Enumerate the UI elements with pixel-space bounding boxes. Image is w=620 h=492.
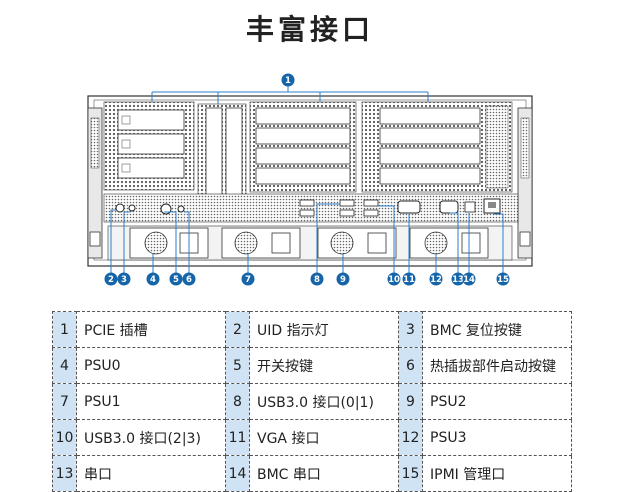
svg-text:4: 4 <box>150 275 156 285</box>
svg-text:3: 3 <box>121 275 127 285</box>
legend-label: 开关按键 <box>249 347 399 384</box>
legend-label: USB3.0 接口(0|1) <box>249 383 399 420</box>
legend-row: 7 PSU1 8 USB3.0 接口(0|1) 9 PSU2 <box>52 383 572 420</box>
svg-text:13: 13 <box>452 275 464 285</box>
svg-text:7: 7 <box>245 275 251 285</box>
callout-12: 12 <box>429 272 443 286</box>
server-rear-panel-diagram: 1 2 3 4 5 6 7 8 9 10 11 12 <box>87 73 533 286</box>
svg-text:1: 1 <box>285 76 291 86</box>
legend-number: 4 <box>52 347 77 384</box>
legend-number: 5 <box>225 347 250 384</box>
svg-text:8: 8 <box>314 275 320 285</box>
legend-label: BMC 串口 <box>249 455 399 492</box>
callout-6: 6 <box>182 272 196 286</box>
callout-11: 11 <box>402 272 416 286</box>
callout-8: 8 <box>310 272 324 286</box>
legend-number: 14 <box>225 455 250 492</box>
svg-text:6: 6 <box>186 275 192 285</box>
legend-row: 13 串口 14 BMC 串口 15 IPMI 管理口 <box>52 455 572 492</box>
legend-number: 12 <box>398 419 423 456</box>
callout-13: 13 <box>451 272 465 286</box>
page-title: 丰富接口 <box>245 13 374 46</box>
psu3-unit <box>409 227 489 259</box>
legend-number: 7 <box>52 383 77 420</box>
io-strip <box>103 193 519 223</box>
legend-label: UID 指示灯 <box>249 311 399 348</box>
legend-number: 6 <box>398 347 423 384</box>
callout-15: 15 <box>496 272 510 286</box>
legend-label: 热插拔部件启动按键 <box>422 347 572 384</box>
legend-number: 1 <box>52 311 77 348</box>
legend-label: 串口 <box>76 455 226 492</box>
legend-row: 4 PSU0 5 开关按键 6 热插拔部件启动按键 <box>52 347 572 384</box>
legend-label: PSU1 <box>76 383 226 420</box>
legend-label: PSU0 <box>76 347 226 384</box>
legend-label: PSU3 <box>422 419 572 456</box>
legend-number: 11 <box>225 419 250 456</box>
legend-label: VGA 接口 <box>249 419 399 456</box>
legend-number: 10 <box>52 419 77 456</box>
leader-lines <box>110 86 504 278</box>
pcie-riser-middle <box>249 101 357 193</box>
psu2-unit <box>317 227 397 259</box>
svg-text:2: 2 <box>108 275 114 285</box>
svg-text:12: 12 <box>430 275 442 285</box>
legend-label: BMC 复位按键 <box>422 311 572 348</box>
callout-2: 2 <box>104 272 118 286</box>
psu-row <box>107 225 513 261</box>
psu0-unit <box>129 227 209 259</box>
callout-3: 3 <box>117 272 131 286</box>
callout-14: 14 <box>462 272 476 286</box>
legend-number: 13 <box>52 455 77 492</box>
svg-text:10: 10 <box>388 275 400 285</box>
legend-row: 1 PCIE 插槽 2 UID 指示灯 3 BMC 复位按键 <box>52 311 572 348</box>
svg-text:5: 5 <box>173 275 179 285</box>
callout-4: 4 <box>146 272 160 286</box>
legend-row: 10 USB3.0 接口(2|3) 11 VGA 接口 12 PSU3 <box>52 419 572 456</box>
legend-number: 15 <box>398 455 423 492</box>
callout-1: 1 <box>281 73 295 87</box>
callout-10: 10 <box>387 272 401 286</box>
svg-text:9: 9 <box>340 275 346 285</box>
pcie-riser-left <box>103 101 195 191</box>
legend-number: 2 <box>225 311 250 348</box>
legend-number: 9 <box>398 383 423 420</box>
legend-label: USB3.0 接口(2|3) <box>76 419 226 456</box>
legend-label: PSU2 <box>422 383 572 420</box>
svg-text:11: 11 <box>403 275 415 285</box>
callout-7: 7 <box>241 272 255 286</box>
legend-number: 8 <box>225 383 250 420</box>
legend-label: IPMI 管理口 <box>422 455 572 492</box>
legend-number: 3 <box>398 311 423 348</box>
callout-9: 9 <box>336 272 350 286</box>
callout-5: 5 <box>169 272 183 286</box>
legend-label: PCIE 插槽 <box>76 311 226 348</box>
legend-table: 1 PCIE 插槽 2 UID 指示灯 3 BMC 复位按键 4 PSU0 5 … <box>52 311 572 492</box>
svg-text:14: 14 <box>463 275 475 285</box>
psu1-unit <box>221 227 301 259</box>
pcie-riser-right <box>361 101 513 193</box>
svg-text:15: 15 <box>497 275 509 285</box>
